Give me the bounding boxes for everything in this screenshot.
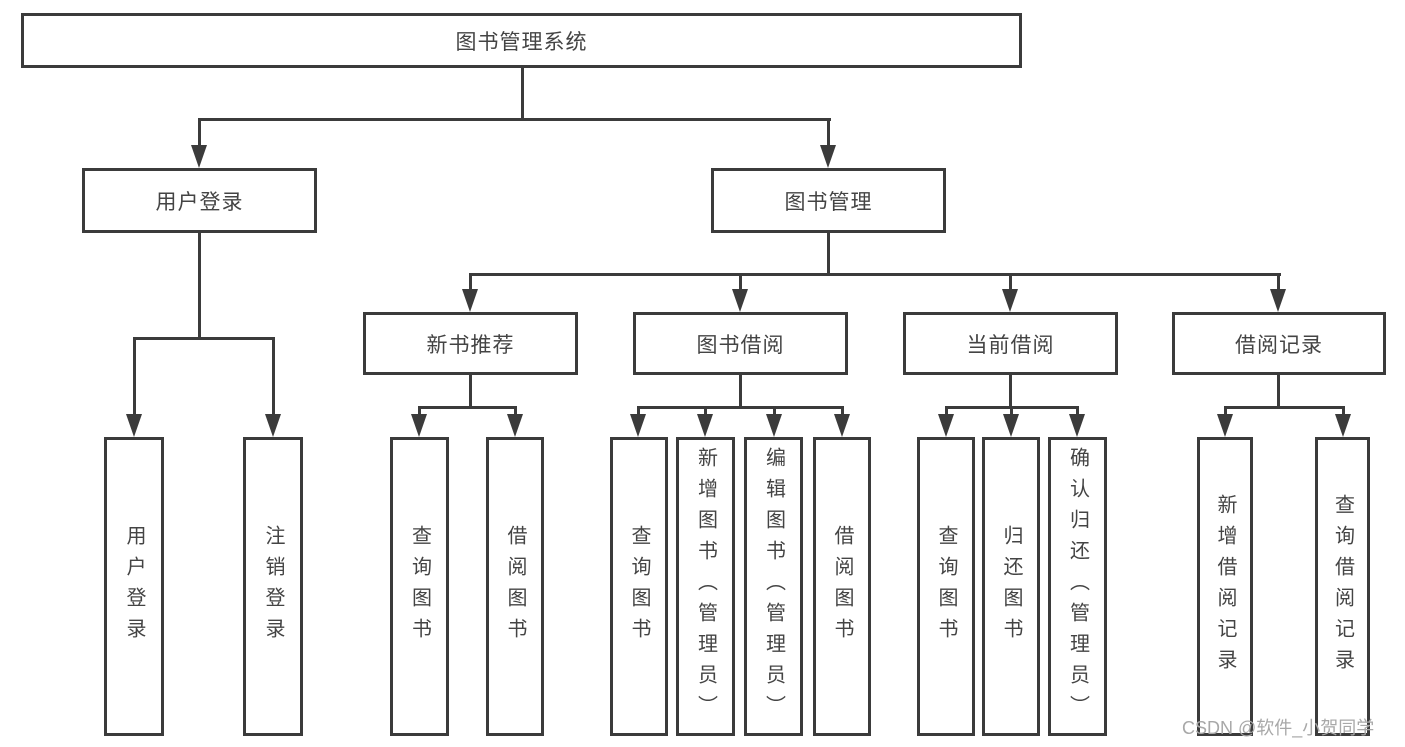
connector-line [1277,273,1280,291]
connector-line [773,406,776,418]
arrow-down-icon [126,414,142,437]
connector-line [1076,406,1079,418]
arrow-down-icon [766,414,782,437]
connector-line [704,406,707,418]
arrow-down-icon [462,289,478,312]
connector-line [827,118,830,146]
connector-line [469,375,472,408]
leaf-confirm-return-admin: 确认归还（管理员） [1048,437,1107,736]
connector-line [1342,406,1345,418]
node-label: 用户登录 [123,524,145,649]
node-label: 当前借阅 [966,333,1055,357]
connector-line [637,406,844,409]
leaf-query-borrow-record: 查询借阅记录 [1315,437,1370,736]
connector-line [637,406,640,418]
node-label: 确认归还（管理员） [1066,447,1089,726]
connector-line [514,406,517,418]
connector-line [198,118,201,146]
leaf-logout: 注销登录 [243,437,303,736]
node-current-borrowing: 当前借阅 [903,312,1118,375]
node-book-management: 图书管理 [711,168,946,233]
node-user-login: 用户登录 [82,168,317,233]
node-book-borrowing: 图书借阅 [633,312,848,375]
leaf-query-books-borrowing: 查询图书 [610,437,668,736]
leaf-return-books: 归还图书 [982,437,1040,736]
leaf-user-login: 用户登录 [104,437,164,736]
node-label: 新增图书（管理员） [694,447,717,726]
node-label: 新增借阅记录 [1214,493,1236,680]
leaf-add-borrow-record: 新增借阅记录 [1197,437,1253,736]
node-library-system: 图书管理系统 [21,13,1022,68]
leaf-edit-books-admin: 编辑图书（管理员） [744,437,803,736]
arrow-down-icon [507,414,523,437]
arrow-down-icon [1335,414,1351,437]
arrow-down-icon [191,145,207,168]
leaf-query-books-current: 查询图书 [917,437,975,736]
node-borrowing-records: 借阅记录 [1172,312,1386,375]
connector-line [521,66,524,118]
node-label: 查询图书 [935,524,957,649]
arrow-down-icon [1003,414,1019,437]
connector-line [198,233,201,337]
arrow-down-icon [697,414,713,437]
arrow-down-icon [938,414,954,437]
arrow-down-icon [1270,289,1286,312]
csdn-watermark: CSDN @软件_小贺同学 [1182,718,1375,738]
connector-line [1010,406,1013,418]
connector-line [272,337,275,415]
leaf-borrow-books-recommend: 借阅图书 [486,437,544,736]
node-label: 图书管理 [784,190,873,214]
node-label: 查询借阅记录 [1331,493,1354,680]
node-label: 借阅记录 [1235,333,1323,357]
node-label: 查询图书 [628,524,650,649]
connector-line [827,233,830,275]
arrow-down-icon [834,414,850,437]
connector-line [469,273,472,291]
connector-line [469,273,1281,276]
node-label: 查询图书 [408,524,431,649]
arrow-down-icon [1069,414,1085,437]
node-label: 归还图书 [1000,524,1022,649]
connector-line [945,406,948,418]
connector-line [133,337,275,340]
connector-line [418,406,517,409]
connector-line [1224,406,1345,409]
node-label: 编辑图书（管理员） [762,447,785,726]
connector-line [841,406,844,418]
arrow-down-icon [1002,289,1018,312]
node-label: 图书借阅 [696,333,785,357]
node-label: 注销登录 [262,524,284,649]
arrow-down-icon [265,414,281,437]
node-new-book-recommendation: 新书推荐 [363,312,578,375]
arrow-down-icon [820,145,836,168]
node-label: 借阅图书 [831,524,853,649]
node-label: 新书推荐 [426,333,515,357]
connector-line [133,337,136,415]
arrow-down-icon [732,289,748,312]
arrow-down-icon [411,414,427,437]
connector-line [1224,406,1227,418]
connector-line [198,118,831,121]
leaf-borrow-books: 借阅图书 [813,437,871,736]
leaf-query-books-recommend: 查询图书 [390,437,449,736]
leaf-add-books-admin: 新增图书（管理员） [676,437,735,736]
connector-line [418,406,421,418]
connector-line [1009,375,1012,408]
node-label: 用户登录 [155,190,244,214]
node-label: 借阅图书 [504,524,526,649]
arrow-down-icon [1217,414,1233,437]
connector-line [1009,273,1012,291]
arrow-down-icon [630,414,646,437]
connector-line [1277,375,1280,408]
connector-line [739,273,742,291]
connector-line [739,375,742,408]
node-label: 图书管理系统 [455,30,588,54]
